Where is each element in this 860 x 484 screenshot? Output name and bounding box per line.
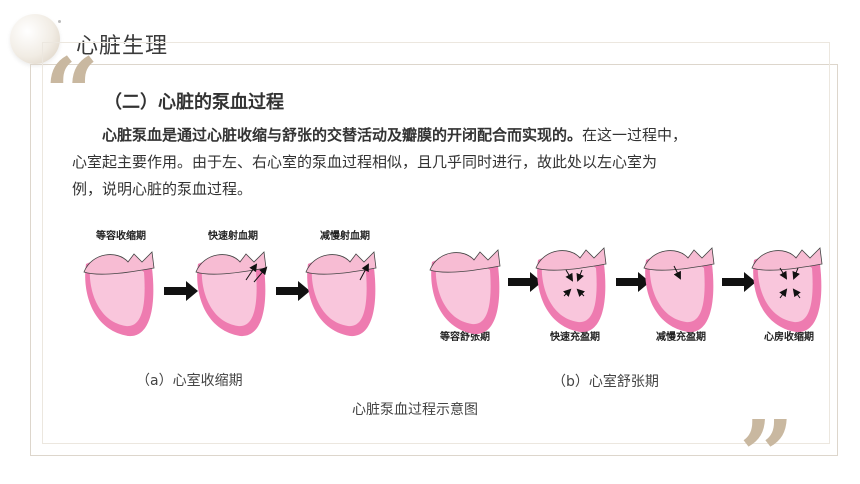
paragraph-line3: 例，说明心脏的泵血过程。 — [72, 180, 253, 198]
heart-diastole-4 — [751, 247, 823, 333]
arrow-right-icon — [616, 272, 650, 292]
heart-systole-1 — [83, 251, 155, 337]
heart-systole-3 — [305, 251, 377, 337]
arrow-right-icon — [722, 272, 756, 292]
paragraph-line1-rest: 在这一过程中， — [582, 126, 688, 144]
heart-diastole-2 — [535, 247, 607, 333]
page-title: 心脏生理 — [76, 34, 169, 59]
stage-label-systole-2: 快速射血期 — [208, 231, 258, 242]
caption-systole: （a）心室收缩期 — [136, 373, 243, 389]
stage-label-diastole-4: 心房收缩期 — [764, 332, 814, 343]
content-frame — [30, 64, 838, 456]
paragraph-bold-sentence: 心脏泵血是通过心脏收缩与舒张的交替活动及瓣膜的开闭配合而实现的。 — [102, 126, 583, 144]
caption-diastole: （b）心室舒张期 — [552, 374, 659, 390]
heart-diastole-3 — [643, 247, 715, 333]
decorative-circle — [10, 14, 60, 64]
arrow-right-icon — [164, 281, 198, 301]
stage-label-systole-1: 等容收缩期 — [96, 231, 146, 242]
body-paragraph: 心脏泵血是通过心脏收缩与舒张的交替活动及瓣膜的开闭配合而实现的。在这一过程中， … — [72, 122, 802, 203]
open-quote-icon: “ — [44, 37, 100, 150]
section-title: （二）心脏的泵血过程 — [104, 92, 284, 113]
heart-diastole-1 — [429, 249, 501, 335]
figure-title: 心脏泵血过程示意图 — [352, 402, 478, 418]
heart-systole-2 — [195, 251, 268, 337]
stage-label-diastole-1: 等容舒张期 — [440, 332, 490, 343]
content-frame-inner — [42, 42, 830, 444]
decorative-dot — [58, 20, 61, 23]
stage-label-diastole-2: 快速充盈期 — [550, 332, 600, 343]
stage-label-diastole-3: 减慢充盈期 — [656, 332, 706, 343]
arrow-right-icon — [276, 281, 310, 301]
arrow-right-icon — [508, 272, 542, 292]
stage-label-systole-3: 减慢射血期 — [320, 231, 370, 242]
paragraph-line2: 心室起主要作用。由于左、右心室的泵血过程相似，且几乎同时进行，故此处以左心室为 — [72, 153, 658, 171]
